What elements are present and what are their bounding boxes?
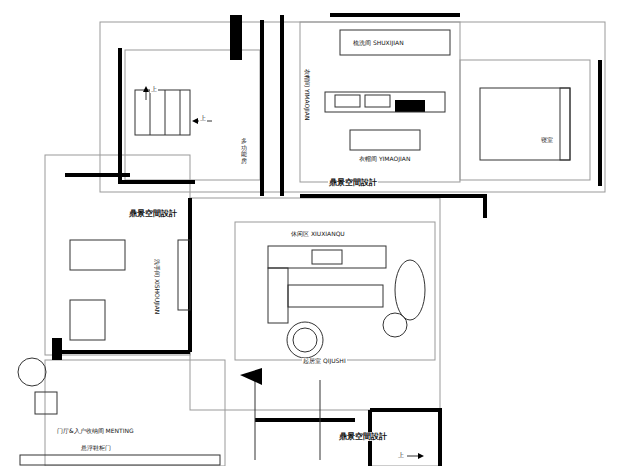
room-label: 悬浮鞋柜门 — [80, 445, 112, 452]
room-label: 起居室 QIJUSHI — [302, 358, 347, 365]
room-label: 上 — [199, 115, 207, 122]
room-label: 多功能房 — [240, 138, 248, 164]
room-label: 上 — [397, 452, 405, 459]
room-label: 梳洗间 SHUXIJIAN — [352, 40, 405, 47]
room-label: 衣帽间 YIMAOJIAN — [303, 68, 310, 121]
room-label: 休闲区 XIUXIANQU — [290, 231, 346, 238]
room-label: 洗手间 XISHOUJIAN — [153, 258, 160, 315]
room-label: 寝室 — [540, 137, 554, 144]
room-label: 上 — [150, 86, 158, 93]
watermark: 鼎景空間設計 — [128, 209, 178, 218]
watermark: 鼎景空間設計 — [328, 178, 378, 187]
room-label: 衣帽间 YIMAOJIAN — [358, 156, 411, 163]
watermark: 鼎景空間設計 — [338, 432, 388, 441]
room-label: 门厅&入户收纳间 MENTING — [56, 428, 135, 435]
